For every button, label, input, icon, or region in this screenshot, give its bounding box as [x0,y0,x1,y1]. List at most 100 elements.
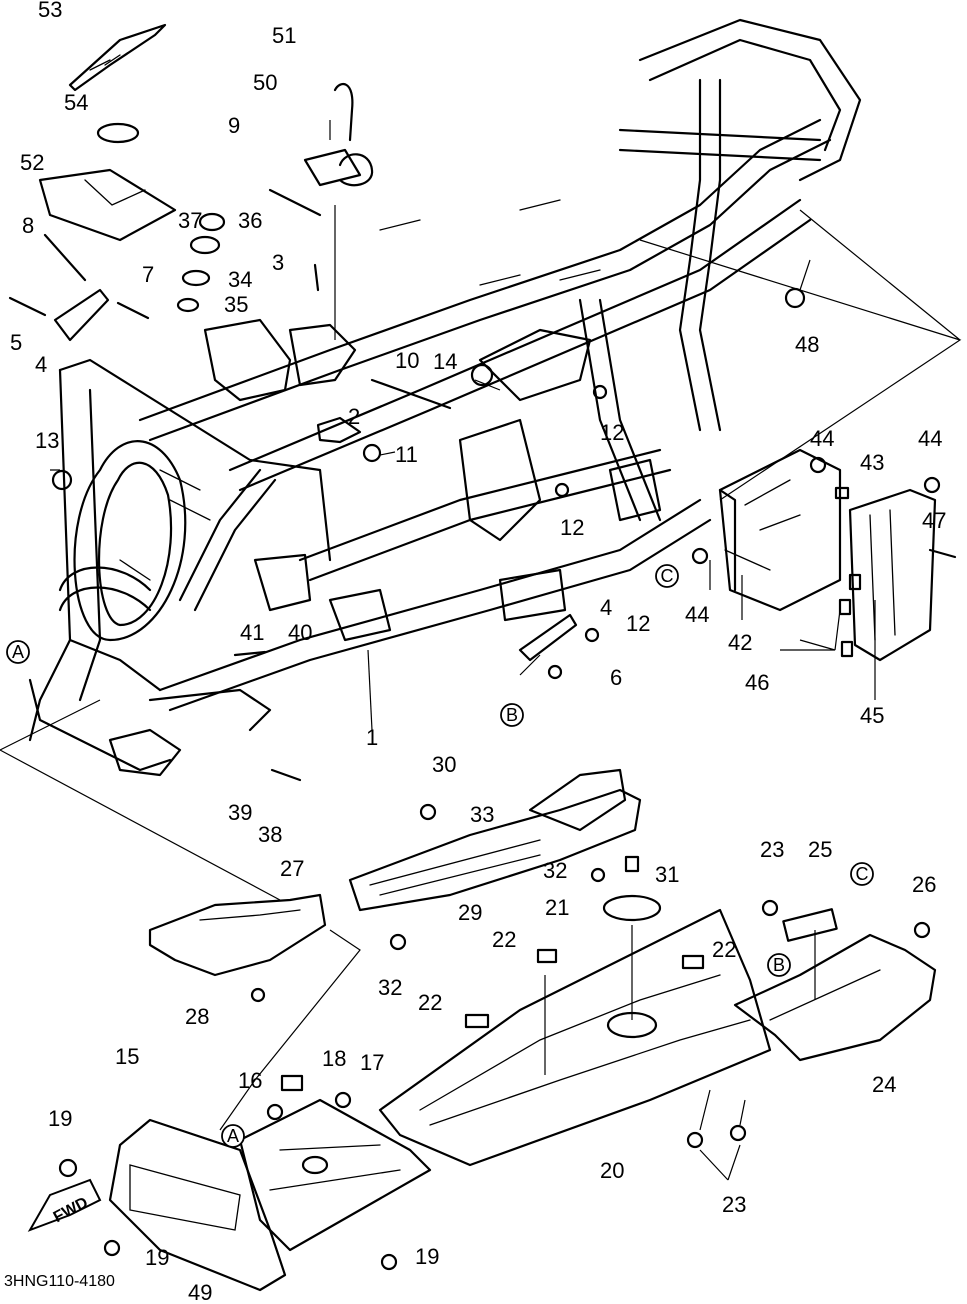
part-17-cap [334,1091,352,1109]
callout-48: 48 [795,332,819,357]
part-43-clip [834,486,850,500]
leader-lines [0,120,962,1181]
callout-8: 8 [22,213,34,238]
callout-32: 32 [378,975,402,1000]
ref-a-label: A [12,642,24,662]
callout-22: 22 [712,937,736,962]
forward-direction-arrow: FWD [27,1178,102,1232]
part-19-bolt-a [58,1158,78,1178]
part-44-bolt-c [691,547,709,565]
part-44-bolt-b [923,476,941,494]
part-49-skid-front [238,1098,432,1252]
part-25-pad [782,908,838,942]
part-36-37-34-35-bushings [176,212,226,313]
part-5-bolt [8,296,47,317]
callout-33: 33 [470,802,494,827]
callout-29: 29 [458,900,482,925]
part-32-bolt-b [389,933,407,951]
callout-31: 31 [655,862,679,887]
callout-19: 19 [415,1244,439,1269]
callout-20: 20 [600,1158,624,1183]
callout-22: 22 [492,927,516,952]
part-16-cap [266,1103,284,1121]
part-22-pad-c [681,954,705,970]
part-31-clip [624,855,640,873]
part-30-nut [419,803,437,821]
reference-marker-a-top: A [6,640,30,664]
part-23-bolt-b [686,1131,704,1149]
part-12-nut-c [584,627,600,643]
callout-36: 36 [238,208,262,233]
reference-marker-a-bottom: A [221,1124,245,1148]
callout-12: 12 [560,515,584,540]
callout-19: 19 [145,1245,169,1270]
callout-23: 23 [722,1192,746,1217]
reference-marker-b-top: B [500,703,524,727]
callout-28: 28 [185,1004,209,1029]
part-22-pad-b [464,1013,490,1029]
drawing-code: 3HNG110-4180 [4,1273,115,1290]
callout-47: 47 [922,508,946,533]
callout-25: 25 [808,837,832,862]
part-14-cap [470,363,494,387]
part-10-bolt [370,378,452,410]
part-18-pad [280,1074,304,1092]
callout-49: 49 [188,1280,212,1304]
callout-30: 30 [432,752,456,777]
callout-44: 44 [918,426,942,451]
part-47-bolt [928,548,957,559]
callout-22: 22 [418,990,442,1015]
part-48-cap [784,287,806,309]
part-4-link-b [518,613,578,662]
callout-12: 12 [626,611,650,636]
part-26-bolt [913,921,931,939]
callout-1: 1 [366,725,378,750]
part-24-rear-skid-plate [733,933,937,1062]
callout-13: 13 [35,428,59,453]
part-51-spring [333,82,354,142]
callout-11: 11 [395,442,418,467]
callout-2: 2 [348,404,360,429]
callout-14: 14 [433,349,457,374]
callout-15: 15 [115,1044,139,1069]
callout-46: 46 [745,670,769,695]
callout-12: 12 [600,420,624,445]
part-12-nut-b [554,482,570,498]
part-54-o-ring [96,122,140,144]
callout-6: 6 [610,665,622,690]
part-42-battery-box [718,448,842,612]
part-22-pad-a [536,948,558,964]
callout-43: 43 [860,450,884,475]
part-28-bolt [250,987,266,1003]
part-53-guard [68,23,167,92]
ref-c-label: C [856,864,869,884]
callout-26: 26 [912,872,936,897]
callout-34: 34 [228,267,252,292]
callout-53: 53 [38,0,62,22]
callout-4: 4 [35,352,47,377]
callout-35: 35 [224,292,248,317]
callout-7: 7 [142,262,154,287]
part-19-bolt-b [103,1239,121,1257]
reference-marker-c-bottom: C [850,862,874,886]
callout-18: 18 [322,1046,346,1071]
part-2-bracket [316,416,362,444]
callout-5: 5 [10,330,22,355]
part-32-bolt-a [590,867,606,883]
part-50-clamp [303,148,374,187]
callout-17: 17 [360,1050,384,1075]
reference-marker-b-bottom: B [767,953,791,977]
callout-40: 40 [288,620,312,645]
callout-23: 23 [760,837,784,862]
part-6-nut [547,664,563,680]
part-46-pads [838,573,862,658]
part-52-plate [38,168,177,242]
callout-37: 37 [178,208,202,233]
part-23-bolt-c [729,1124,747,1142]
callout-9: 9 [228,113,240,138]
callout-44: 44 [810,426,834,451]
callout-4: 4 [600,595,612,620]
callout-38: 38 [258,822,282,847]
callout-32: 32 [543,858,567,883]
callout-42: 42 [728,630,752,655]
